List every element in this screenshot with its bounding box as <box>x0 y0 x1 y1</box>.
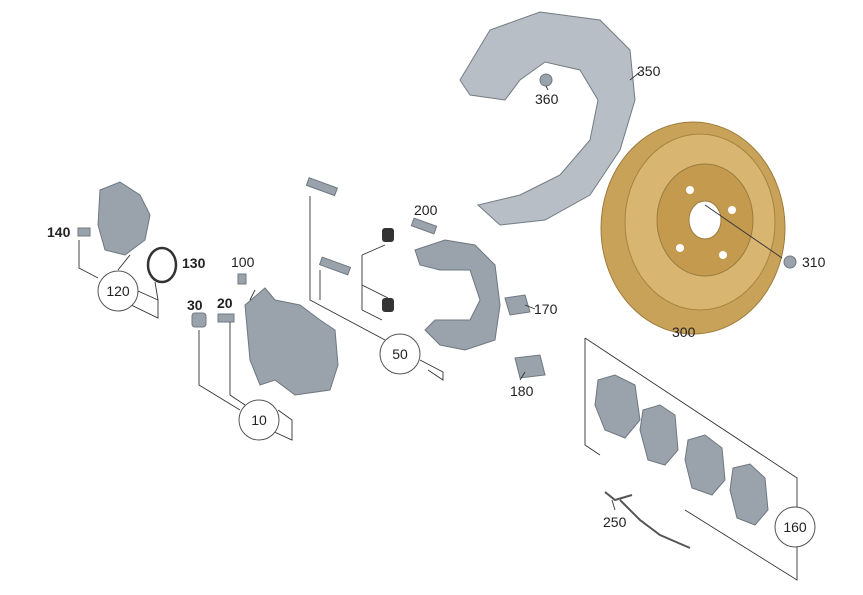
label-310: 310 <box>802 254 826 270</box>
cap-30 <box>191 312 207 328</box>
label-360: 360 <box>535 91 559 107</box>
callout-circle-10 <box>238 399 280 441</box>
brake-rotor <box>600 121 786 335</box>
caliper-carrier <box>414 239 501 351</box>
label-300: 300 <box>672 324 696 340</box>
valve-20 <box>217 313 235 323</box>
label-250: 250 <box>603 514 627 530</box>
bolt-100 <box>237 273 247 285</box>
label-170: 170 <box>534 301 558 317</box>
brake-caliper <box>244 287 339 396</box>
label-20: 20 <box>217 295 233 311</box>
leader-lines <box>78 71 798 581</box>
bushing-bottom <box>382 298 394 312</box>
splash-shield <box>459 11 636 226</box>
label-180: 180 <box>510 383 534 399</box>
brake-pads <box>594 374 769 526</box>
wear-sensor-250 <box>604 491 691 549</box>
screw-140 <box>77 227 91 237</box>
bolt-carrier-top <box>305 177 338 197</box>
label-140: 140 <box>47 224 71 240</box>
label-50: 50 <box>392 346 408 362</box>
label-120: 120 <box>106 283 130 299</box>
label-100: 100 <box>231 254 255 270</box>
bolt-200 <box>410 217 438 235</box>
label-10: 10 <box>251 412 267 428</box>
label-200: 200 <box>414 202 438 218</box>
label-130: 130 <box>182 255 206 271</box>
callout-circle-50 <box>379 333 421 375</box>
label-350: 350 <box>637 63 661 79</box>
bushing-top <box>382 228 394 242</box>
bolt-360 <box>539 73 553 87</box>
parking-motor <box>97 181 151 256</box>
clip-180 <box>514 354 546 379</box>
o-ring-130 <box>146 246 178 284</box>
label-160: 160 <box>783 519 807 535</box>
screw-310 <box>783 255 797 269</box>
callout-circle-120 <box>97 270 139 312</box>
bolt-carrier-bottom <box>318 256 352 276</box>
callout-circle-160 <box>774 506 816 548</box>
label-30: 30 <box>187 297 203 313</box>
clip-170 <box>504 294 531 316</box>
